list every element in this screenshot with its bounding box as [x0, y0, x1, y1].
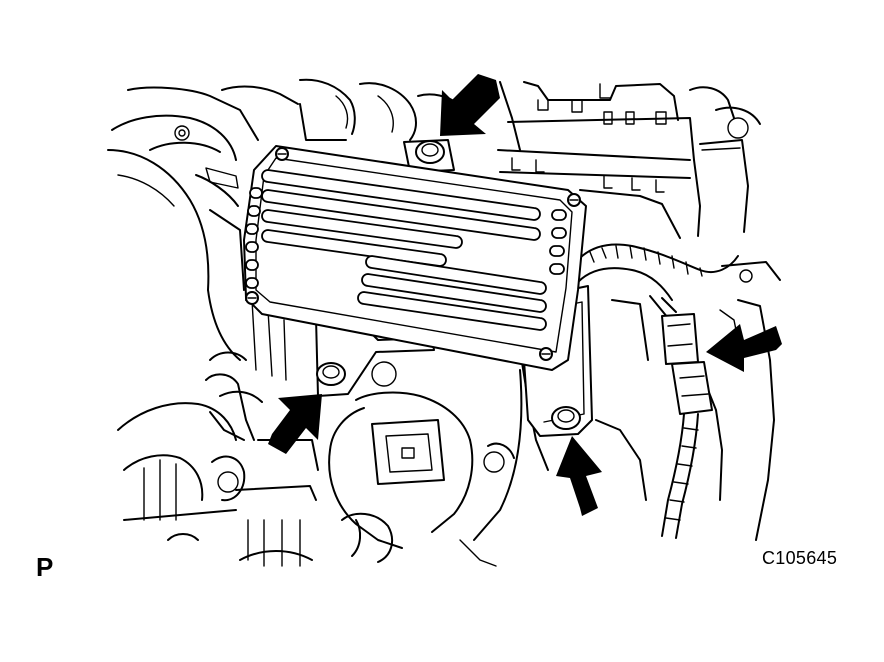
arrow-icon: [706, 324, 782, 372]
bolt-middle: [316, 362, 346, 386]
engine-background: [107, 78, 781, 567]
arrow-icon: [268, 394, 322, 454]
figure-id: C105645: [762, 548, 838, 568]
wire-harness: [575, 243, 739, 539]
ecu-module: [243, 145, 587, 371]
arrow-icon: [556, 436, 602, 516]
connector: [661, 313, 713, 415]
bolt-top: [415, 140, 445, 164]
view-label: P: [36, 552, 54, 582]
bolt-right: [551, 406, 581, 430]
arrow-icon: [440, 74, 500, 136]
